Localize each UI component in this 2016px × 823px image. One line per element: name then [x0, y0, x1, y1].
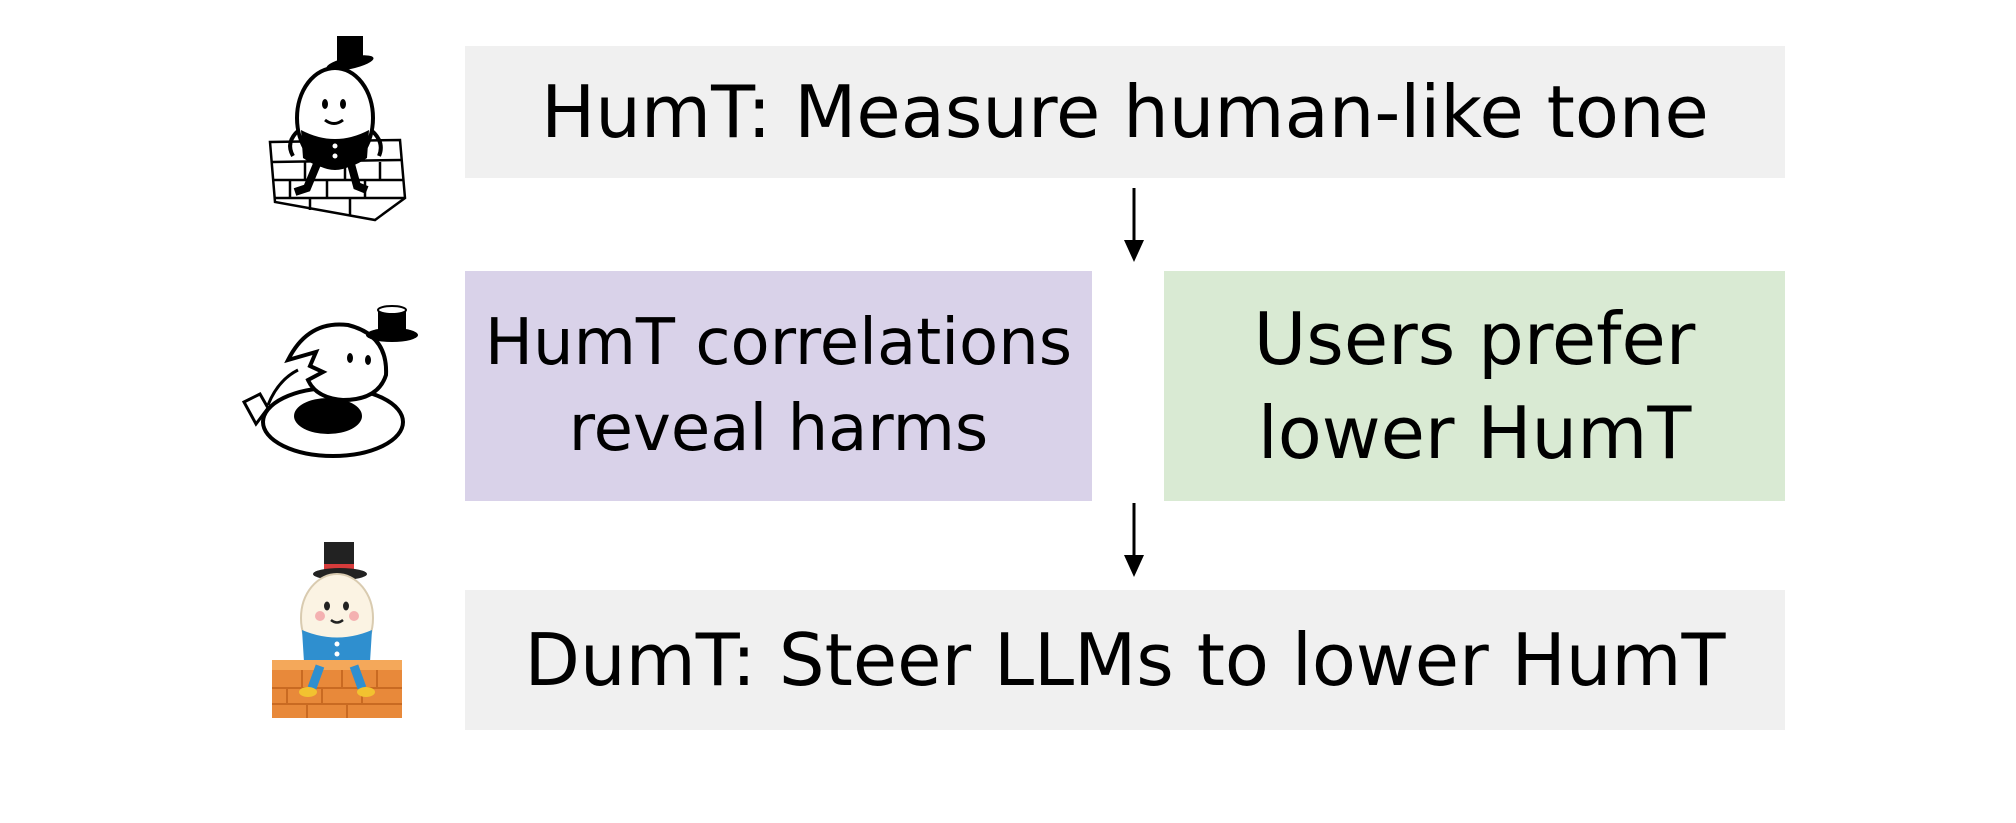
harms-line2: reveal harms: [568, 392, 989, 466]
preference-line1: Users prefer: [1253, 297, 1696, 381]
humpty-dumpty-on-wall-icon: [268, 36, 407, 222]
down-arrow-bottom: [1124, 503, 1144, 577]
harms-box: HumT correlations reveal harms: [465, 271, 1092, 501]
colored-humpty-dumpty-icon: [272, 542, 402, 718]
preference-line2: lower HumT: [1257, 391, 1692, 475]
measure-humt-text: HumT: Measure human-like tone: [541, 70, 1709, 154]
dumt-steer-box: DumT: Steer LLMs to lower HumT: [465, 590, 1785, 730]
down-arrow-top: [1124, 188, 1144, 262]
measure-humt-box: HumT: Measure human-like tone: [465, 46, 1785, 178]
dumt-steer-text: DumT: Steer LLMs to lower HumT: [524, 618, 1726, 702]
harms-line1: HumT correlations: [484, 306, 1073, 380]
broken-egg-icon: [241, 305, 418, 458]
user-preference-box: Users prefer lower HumT: [1164, 271, 1785, 501]
